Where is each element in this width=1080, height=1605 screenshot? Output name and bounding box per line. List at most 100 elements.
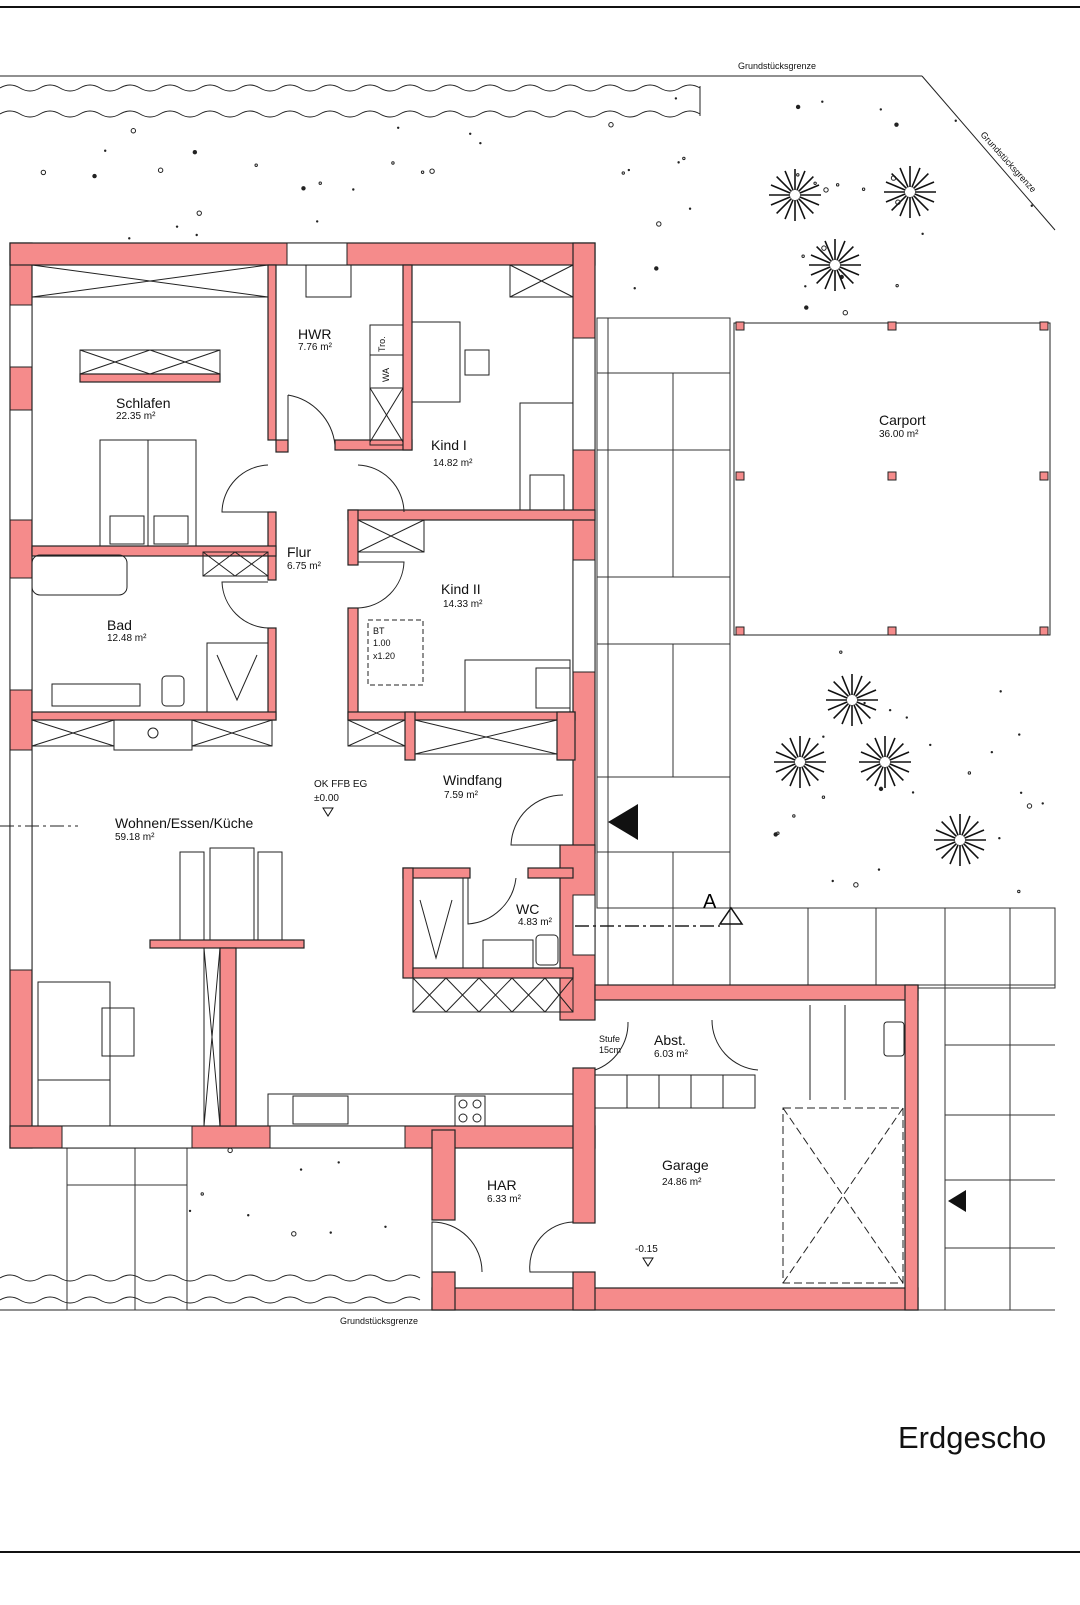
lawn-dot bbox=[1030, 204, 1033, 207]
lawn-dot bbox=[905, 716, 908, 719]
room-area-hwr: 7.76 m² bbox=[298, 342, 333, 353]
lawn-dot bbox=[1041, 802, 1044, 805]
garage-level-value: -0.15 bbox=[635, 1244, 658, 1255]
lawn-dot bbox=[682, 156, 686, 161]
lawn-dot bbox=[804, 285, 807, 288]
lawn-dot bbox=[469, 132, 472, 136]
tree-icon bbox=[769, 169, 821, 221]
lawn-dot bbox=[821, 795, 826, 799]
entrance-arrow-icon bbox=[608, 804, 638, 840]
lawn-dot bbox=[200, 1192, 204, 1196]
tree-icon bbox=[809, 239, 861, 291]
room-area-kind-1: 14.82 m² bbox=[433, 458, 473, 469]
lawn-dot bbox=[195, 233, 198, 237]
lawn-dot bbox=[175, 225, 179, 228]
room-area-kind-2: 14.33 m² bbox=[443, 599, 483, 610]
lawn-dot bbox=[1017, 889, 1021, 894]
lawn-dot bbox=[318, 181, 322, 185]
lawn-dot bbox=[254, 163, 258, 167]
bt-height: x1.20 bbox=[373, 651, 395, 661]
lawn-dot bbox=[656, 221, 662, 227]
lawn-dot bbox=[877, 868, 881, 871]
section-label: A bbox=[703, 891, 717, 913]
lawn-dot bbox=[315, 220, 319, 223]
washer-label: WA bbox=[381, 368, 391, 382]
lawn-dot bbox=[329, 1231, 332, 1234]
hedge-bottom bbox=[0, 1274, 421, 1304]
hedge-top bbox=[0, 84, 701, 118]
lawn-dot bbox=[813, 181, 817, 185]
room-area-schlafen: 22.35 m² bbox=[116, 411, 156, 422]
lawn-dot bbox=[822, 735, 825, 738]
lawn-dot bbox=[776, 831, 780, 835]
lawn-dot bbox=[92, 173, 97, 179]
lawn-dot bbox=[842, 310, 848, 316]
level-value: ±0.00 bbox=[314, 793, 339, 804]
lawn-dot bbox=[795, 104, 801, 110]
section-marker-icon bbox=[718, 906, 744, 925]
room-area-abst: 6.03 m² bbox=[654, 1049, 689, 1060]
lawn-dot bbox=[352, 188, 355, 191]
lawn-dot bbox=[998, 837, 1001, 840]
room-name-har: HAR bbox=[487, 1177, 517, 1193]
room-name-abst: Abst. bbox=[654, 1032, 686, 1048]
lawn-dot bbox=[792, 814, 796, 818]
lawn-dot bbox=[863, 701, 866, 705]
lawn-dot bbox=[954, 119, 957, 122]
lawn-dot bbox=[835, 183, 840, 187]
lawn-dot bbox=[821, 245, 827, 251]
doors[interactable] bbox=[221, 394, 759, 1273]
lawn-dot bbox=[823, 187, 829, 193]
tree-icon bbox=[859, 736, 911, 788]
lawn-dot bbox=[299, 1168, 303, 1171]
lawn-dot bbox=[911, 791, 915, 794]
lawn-dot bbox=[128, 237, 131, 240]
lawn-dot bbox=[804, 305, 809, 310]
room-area-bad: 12.48 m² bbox=[107, 633, 147, 644]
property-line-label-diagonal: Grundstücksgrenze bbox=[979, 130, 1039, 195]
tree-icon bbox=[774, 736, 826, 788]
room-name-carport: Carport bbox=[879, 412, 926, 428]
lawn-dot bbox=[130, 128, 137, 134]
dryer-label: Tro. bbox=[377, 336, 387, 352]
room-name-garage: Garage bbox=[662, 1157, 709, 1173]
trees bbox=[769, 166, 986, 866]
lawn-dot bbox=[291, 1231, 297, 1237]
room-area-wc: 4.83 m² bbox=[518, 917, 553, 928]
lawn-dot bbox=[999, 690, 1002, 693]
lawn-dot bbox=[990, 750, 994, 754]
lawn-dot bbox=[479, 141, 482, 145]
room-name-wohnen: Wohnen/Essen/Küche bbox=[115, 815, 253, 831]
lawn-dot bbox=[227, 1147, 233, 1154]
sheet-title: Erdgescho bbox=[898, 1420, 1046, 1455]
tree-icon bbox=[934, 814, 986, 866]
lawn-dot bbox=[878, 786, 884, 792]
lawn-dot bbox=[674, 97, 678, 100]
lawn-dot bbox=[853, 882, 859, 888]
property-line-label-bottom: Grundstücksgrenze bbox=[340, 1316, 418, 1326]
lawn-dot bbox=[1019, 791, 1023, 794]
lawn-dot bbox=[801, 254, 805, 258]
carport bbox=[733, 321, 1051, 636]
lawn-dot bbox=[429, 168, 435, 174]
lawn-dot bbox=[157, 167, 164, 173]
lawn-dot bbox=[608, 122, 614, 128]
furniture bbox=[0, 264, 905, 1284]
tree-icon bbox=[884, 166, 936, 218]
lawn-dot bbox=[879, 108, 883, 111]
room-name-bad: Bad bbox=[107, 617, 132, 633]
level-marker-icon bbox=[322, 807, 334, 817]
level-label: OK FFB EG bbox=[314, 779, 368, 790]
room-area-wohnen: 59.18 m² bbox=[115, 832, 155, 843]
lawn-dot bbox=[967, 771, 972, 775]
lawn-dot bbox=[188, 1209, 192, 1213]
step-height: 15cm bbox=[599, 1045, 621, 1055]
lawn-dot bbox=[196, 210, 202, 216]
lawn-dot bbox=[929, 743, 932, 747]
lawn-dot bbox=[384, 1225, 387, 1228]
lawn-dot bbox=[633, 287, 636, 290]
lawn-dot bbox=[888, 708, 892, 712]
lawn-dot bbox=[839, 650, 843, 654]
room-area-carport: 36.00 m² bbox=[879, 429, 919, 440]
